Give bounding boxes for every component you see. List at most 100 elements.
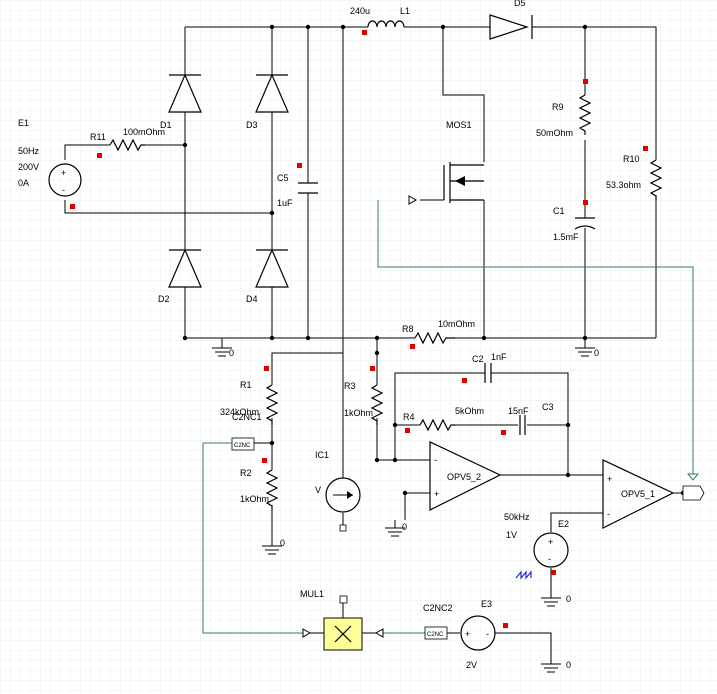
C3-label: C3 (542, 402, 554, 412)
diode-D5[interactable] (489, 14, 533, 40)
OPV5_1-label: OPV5_1 (621, 489, 655, 499)
R3-label: R3 (344, 381, 356, 391)
converter-C2NC2[interactable]: C2NC (424, 626, 460, 640)
E1-voltage: 200V (18, 162, 39, 172)
source-E3[interactable]: + - (460, 615, 496, 651)
junction-dots (182, 24, 696, 496)
C5-value: 1uF (277, 198, 293, 208)
opamp-OPV5_2[interactable]: - + (429, 441, 502, 511)
ground-main-left: 0 (212, 338, 234, 358)
svg-text:-: - (607, 509, 610, 519)
R8-value: 10mOhm (438, 319, 475, 329)
diode-D3[interactable] (255, 73, 289, 113)
C1-value: 1.5mF (553, 232, 579, 242)
IC1-label: IC1 (315, 450, 329, 460)
probe-markers (70, 30, 648, 628)
C2NC2-label: C2NC2 (423, 603, 453, 613)
R2-label: R2 (240, 468, 252, 478)
resistor-R3[interactable] (370, 384, 384, 425)
MUL1-label: MUL1 (300, 589, 324, 599)
D5-label: D5 (514, 0, 526, 8)
source-E1[interactable]: + - (48, 163, 82, 197)
svg-text:+: + (465, 629, 470, 639)
svg-text:0: 0 (566, 594, 571, 604)
E1-freq: 50Hz (18, 146, 40, 156)
R11-label: R11 (90, 132, 106, 142)
resistor-R4[interactable] (419, 418, 455, 432)
converter-C2NC1[interactable]: C2NC (203, 437, 272, 451)
C2NC1-label: C2NC1 (232, 412, 262, 422)
D2-label: D2 (158, 294, 170, 304)
L1-label: L1 (400, 6, 410, 16)
R8-label: R8 (402, 324, 414, 334)
svg-text:V: V (315, 485, 321, 495)
resistor-R2[interactable] (265, 469, 279, 510)
svg-text:0: 0 (594, 348, 599, 358)
ground-R2: 0 (262, 538, 285, 555)
capacitor-C3[interactable] (519, 415, 526, 435)
resistor-R10[interactable] (649, 159, 663, 200)
source-E2[interactable]: + - (533, 532, 569, 568)
R3-value: 1kOhm (344, 408, 373, 418)
E1-label: E1 (18, 118, 29, 128)
E2-freq: 50kHz (504, 512, 530, 522)
resistor-R8[interactable] (414, 331, 455, 345)
L1-value: 240u (350, 6, 370, 16)
svg-text:C2NC: C2NC (427, 632, 444, 638)
R10-label: R10 (623, 154, 640, 164)
OPV5_2-label: OPV5_2 (447, 472, 481, 482)
svg-text:-: - (434, 455, 437, 465)
C1-label: C1 (553, 206, 565, 216)
ground-E2: 0 (541, 594, 571, 607)
capacitor-C5[interactable] (298, 182, 318, 194)
inductor-L1[interactable] (367, 20, 405, 28)
sawtooth-icon (515, 570, 532, 580)
comparator-output-converter-icon (682, 473, 705, 501)
MOS1-label: MOS1 (446, 120, 472, 130)
R1-label: R1 (240, 380, 252, 390)
svg-text:+: + (61, 168, 66, 178)
diode-D1[interactable] (168, 73, 202, 113)
svg-text:-: - (548, 554, 551, 564)
R9-label: R9 (552, 102, 564, 112)
diode-D4[interactable] (255, 248, 289, 288)
svg-text:+: + (607, 474, 612, 484)
mosfet-MOS1[interactable] (443, 162, 484, 203)
gate-port-icon (408, 195, 418, 205)
E1-phase: 0A (18, 178, 29, 188)
multiplier-MUL1[interactable] (302, 595, 384, 651)
C3-value: 15nF (508, 406, 529, 416)
E2-label: E2 (558, 519, 569, 529)
ground-OPV: 0 (385, 520, 407, 537)
D4-label: D4 (246, 294, 258, 304)
C2-label: C2 (472, 354, 484, 364)
R4-label: R4 (403, 412, 415, 422)
R4-value: 5kOhm (455, 406, 484, 416)
svg-text:0: 0 (280, 538, 285, 548)
R9-value: 50mOhm (536, 128, 573, 138)
diode-D2[interactable] (168, 248, 202, 288)
capacitor-C2[interactable] (480, 363, 495, 383)
svg-text:+: + (434, 489, 439, 499)
resistor-R9[interactable] (578, 94, 592, 135)
E2-voltage: 1V (506, 530, 517, 540)
current-source-IC1[interactable]: V (315, 477, 361, 532)
C2-value: 1nF (491, 352, 507, 362)
E3-voltage: 2V (466, 660, 477, 670)
ground-E3: 0 (541, 660, 571, 673)
resistor-R1[interactable] (265, 384, 279, 425)
svg-text:0: 0 (229, 348, 234, 358)
svg-text:0: 0 (566, 660, 571, 670)
ground-main-right: 0 (575, 338, 599, 358)
D1-label: D1 (160, 120, 172, 130)
svg-text:C2NC: C2NC (234, 443, 251, 449)
svg-text:-: - (486, 629, 489, 639)
capacitor-C1[interactable] (574, 217, 596, 230)
C5-label: C5 (277, 173, 289, 183)
svg-text:0: 0 (402, 522, 407, 532)
E3-label: E3 (481, 599, 492, 609)
resistor-R11[interactable] (109, 138, 145, 152)
R2-value: 1kOhm (240, 494, 269, 504)
